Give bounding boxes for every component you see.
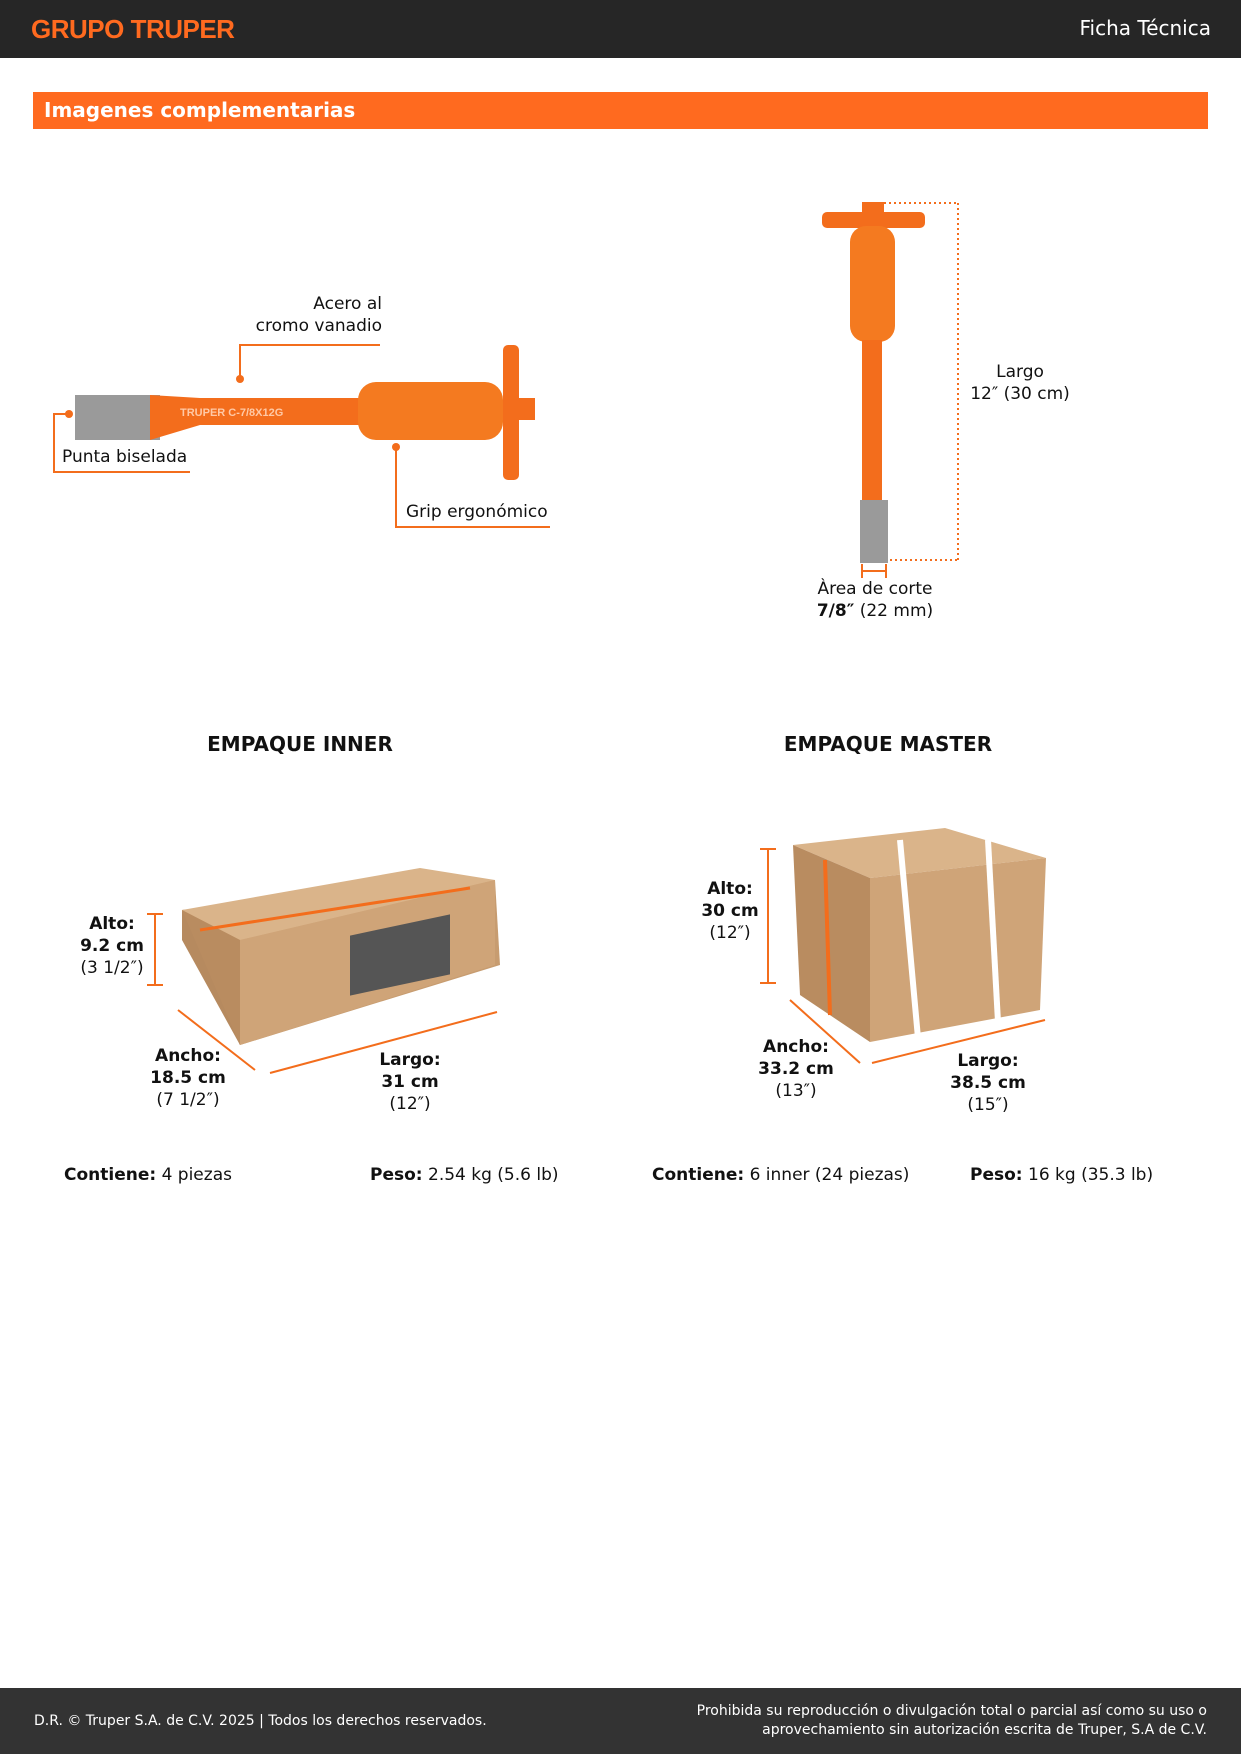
chisel-vertical-image [822,202,959,578]
master-box-image [760,828,1046,1064]
inner-title: EMPAQUE INNER [207,732,393,756]
footer-legal-line2: aprovechamiento sin autorización escrita… [762,1722,1207,1738]
inner-alto-in: (3 1/2″) [80,958,144,978]
inner-peso-label: Peso: [370,1165,423,1185]
brand-logo: GRUPO TRUPER [31,14,235,44]
inner-contiene-label: Contiene: [64,1165,157,1185]
master-peso-label: Peso: [970,1165,1023,1185]
footer-legal-line1: Prohibida su reproducción o divulgación … [696,1703,1207,1719]
inner-box-image [147,868,500,1074]
master-largo-in: (15″) [967,1095,1009,1115]
master-title: EMPAQUE MASTER [783,732,993,756]
inner-peso-value: 2.54 kg (5.6 lb) [428,1165,559,1185]
cut-mm: (22 mm) [859,601,934,621]
material-callout-line2: cromo vanadio [255,316,382,336]
master-alto-in: (12″) [709,923,751,943]
inner-ancho-label: Ancho: [155,1046,221,1066]
inner-largo-cm: 31 cm [381,1072,439,1092]
chisel-horizontal-image: TRUPER C-7/8X12G [53,344,550,528]
master-peso-value: 16 kg (35.3 lb) [1028,1165,1154,1185]
inner-ancho-in: (7 1/2″) [156,1090,220,1110]
header: GRUPO TRUPER Ficha Técnica [0,0,1241,58]
footer-copyright: D.R. © Truper S.A. de C.V. 2025 | Todos … [34,1713,487,1729]
inner-ancho-cm: 18.5 cm [150,1068,226,1088]
master-largo-cm: 38.5 cm [950,1073,1026,1093]
inner-contiene-value: 4 piezas [161,1165,232,1185]
master-contiene-label: Contiene: [652,1165,745,1185]
master-contiene-value: 6 inner (24 piezas) [749,1165,910,1185]
length-in: 12″ [970,384,999,404]
master-ancho-cm: 33.2 cm [758,1059,834,1079]
master-alto-cm: 30 cm [701,901,759,921]
footer: D.R. © Truper S.A. de C.V. 2025 | Todos … [0,1688,1241,1754]
inner-largo-in: (12″) [389,1094,431,1114]
engraving-text: TRUPER C-7/8X12G [180,407,283,419]
tip-callout: Punta biselada [62,447,188,467]
master-largo-label: Largo: [957,1051,1019,1071]
grip-callout: Grip ergonómico [406,502,548,522]
master-alto-label: Alto: [707,879,753,899]
inner-largo-label: Largo: [379,1050,441,1070]
inner-alto-label: Alto: [89,914,135,934]
doc-type: Ficha Técnica [1079,16,1212,40]
cut-label: Àrea de corte [817,579,933,599]
inner-alto-cm: 9.2 cm [80,936,144,956]
material-callout-line1: Acero al [313,294,382,314]
cut-in: 7/8″ [816,601,855,621]
master-ancho-in: (13″) [775,1081,817,1101]
section-title: Imagenes complementarias [33,92,1208,129]
length-label: Largo [996,362,1044,382]
length-cm: (30 cm) [1003,384,1070,404]
master-ancho-label: Ancho: [763,1037,829,1057]
